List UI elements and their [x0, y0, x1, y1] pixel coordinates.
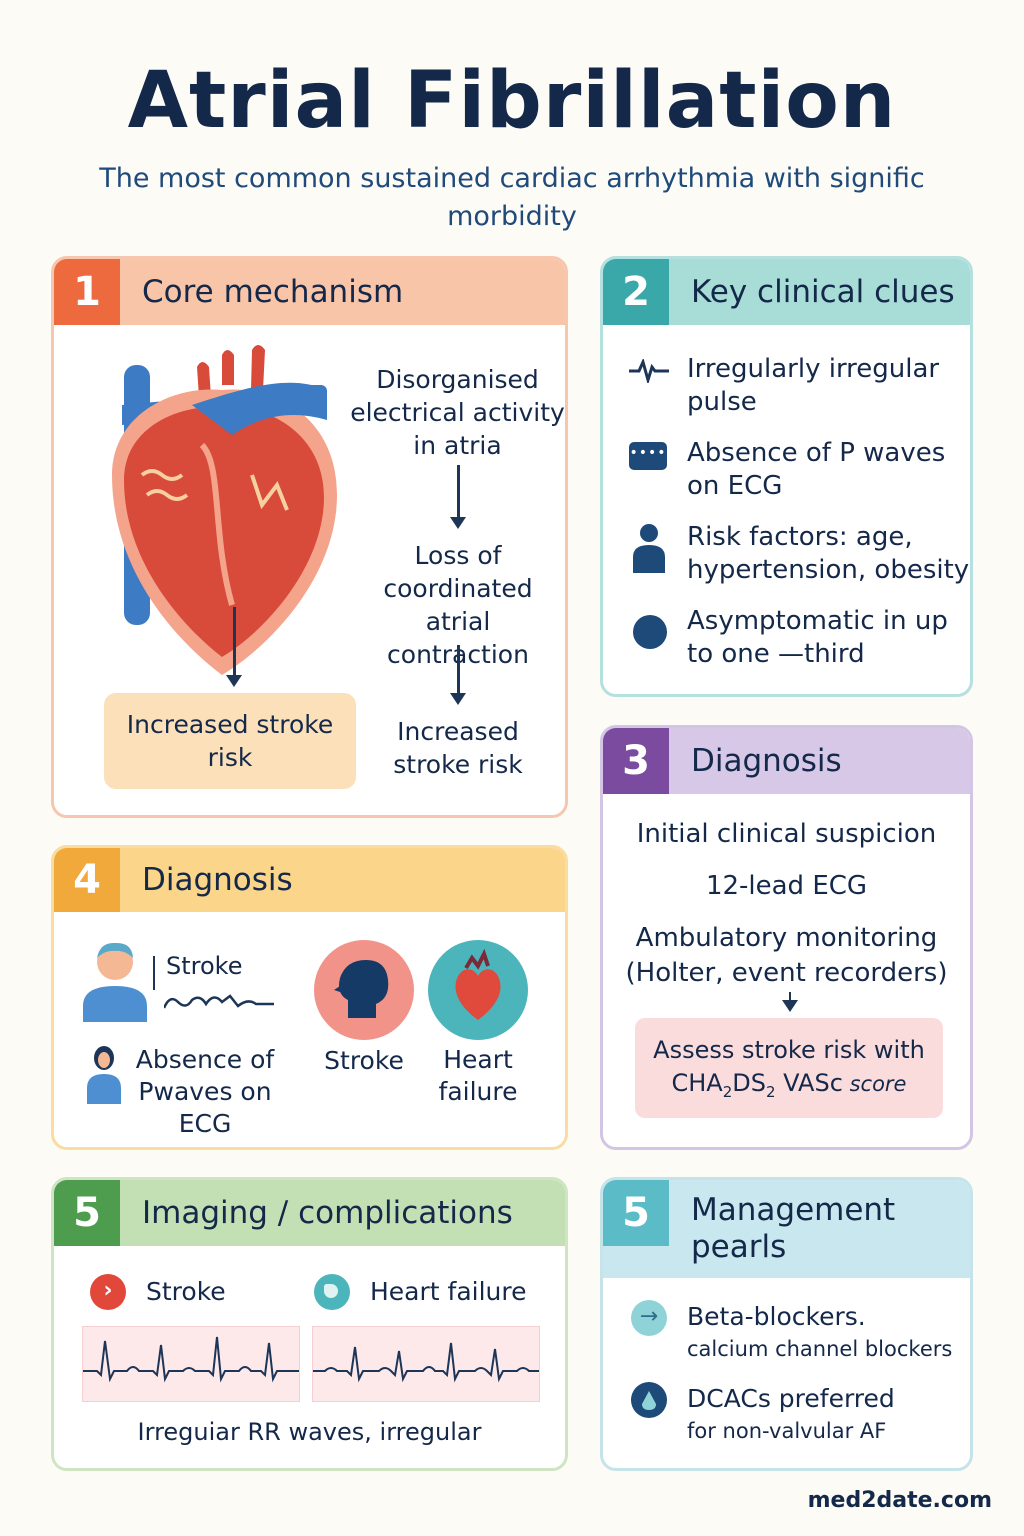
card-header: 1 Core mechanism	[54, 259, 565, 325]
card-header: 5 Imaging / complications	[54, 1180, 565, 1246]
down-arrow-icon	[450, 465, 466, 529]
pearl-1-sub: calcium channel blockers	[687, 1337, 953, 1361]
pearl-2-sub: for non-valvular AF	[687, 1419, 887, 1443]
heart-failure-label: Heart failure	[438, 1045, 518, 1106]
mechanism-step-3: Increased stroke risk	[393, 717, 523, 779]
card-diagnosis-presentation: 4 Diagnosis Stroke Absence of Pwaves on …	[51, 845, 568, 1150]
score-subscript: 2	[766, 1082, 776, 1101]
diagnosis-step-1: Initial clinical suspicion	[636, 819, 937, 849]
cha2ds2-vasc-score: CHA2DS2 VASc score	[635, 1067, 943, 1109]
down-arrow-icon	[782, 992, 798, 1012]
score-part: DS	[732, 1069, 766, 1097]
ecg-line-icon	[164, 994, 274, 1009]
heart-illustration-icon	[112, 345, 337, 675]
ecg-trace-icon	[83, 1336, 299, 1383]
clue-item-3: Risk factors: age, hypertension, obesity	[687, 522, 970, 585]
dot-icon	[633, 615, 667, 649]
heart-failure-icon	[428, 940, 528, 1040]
card-number: 4	[54, 848, 120, 912]
card-management-pearls: 5 Management pearls → Beta-blockers. cal…	[600, 1177, 973, 1471]
card-number: 2	[603, 259, 669, 325]
card-title: Key clinical clues	[691, 274, 955, 310]
card-number: 1	[54, 259, 120, 325]
patient-label: Stroke	[166, 952, 243, 980]
heart-failure-label: Heart failure	[370, 1277, 527, 1306]
ecg-strip-1	[82, 1326, 300, 1402]
stroke-head-icon	[314, 940, 414, 1040]
score-part: VASc	[775, 1069, 843, 1097]
card-header: 3 Diagnosis	[603, 728, 970, 794]
stroke-risk-box-label: Increased stroke risk	[126, 710, 334, 772]
pulse-wave-icon	[629, 359, 669, 383]
person-small-icon	[87, 1046, 121, 1104]
ecg-caption: Irreguiar RR waves, irregular	[137, 1418, 482, 1446]
card-header: 4 Diagnosis	[54, 848, 565, 912]
drop-shape-icon	[642, 1391, 656, 1410]
mechanism-step-1: Disorganised electrical activity in atri…	[350, 365, 565, 460]
card-title: Diagnosis	[142, 862, 293, 898]
down-arrow-icon	[450, 645, 466, 705]
card-imaging-complications: 5 Imaging / complications › Stroke Heart…	[51, 1177, 568, 1471]
drop-icon	[631, 1382, 667, 1418]
card-title: Core mechanism	[142, 274, 404, 310]
card-header: 2 Key clinical clues	[603, 259, 970, 325]
ecg-strip-2	[312, 1326, 540, 1402]
score-part: CHA	[671, 1069, 723, 1097]
ecg-trace-icon	[313, 1342, 539, 1383]
absence-p-waves-label: Absence of Pwaves on ECG	[135, 1045, 275, 1138]
stroke-risk-box: Increased stroke risk	[104, 693, 356, 789]
heart-failure-dot-icon	[314, 1274, 350, 1310]
divider	[153, 956, 155, 990]
card-title: Imaging / complications	[142, 1195, 513, 1231]
page-subtitle: The most common sustained cardiac arrhyt…	[99, 163, 925, 232]
ecg-monitor-icon: ••••	[629, 442, 667, 470]
card-number: 5	[54, 1180, 120, 1246]
arrow-right-icon: →	[631, 1300, 667, 1336]
score-subscript: 2	[722, 1082, 733, 1101]
score-word: score	[842, 1072, 907, 1096]
stroke-score-label: Assess stroke risk with	[653, 1036, 925, 1064]
diagnosis-step-2: 12-lead ECG	[705, 871, 868, 901]
person-icon	[633, 524, 665, 573]
clue-item-1: Irregularly irregular pulse	[687, 354, 940, 417]
stroke-score-box: Assess stroke risk with CHA2DS2 VASc sco…	[635, 1018, 943, 1118]
clue-item-2: Absence of P waves on ECG	[687, 438, 946, 501]
card-title: Management pearls	[691, 1192, 896, 1265]
down-arrow-icon	[226, 607, 242, 687]
card-core-mechanism: 1 Core mechanism Increased stroke risk D…	[51, 256, 568, 818]
clue-item-4: Asymptomatic in up to one —third	[687, 606, 948, 669]
pearl-2-main: DCACs preferred	[687, 1384, 895, 1413]
page-title: Atrial Fibrillation	[127, 56, 897, 146]
diagnosis-step-3: Ambulatory monitoring (Holter, event rec…	[625, 923, 948, 988]
patient-icon	[83, 942, 147, 1022]
pearl-1-main: Beta-blockers.	[687, 1302, 866, 1331]
card-diagnosis-workup: 3 Diagnosis Initial clinical suspicion 1…	[600, 725, 973, 1150]
stroke-label: Stroke	[146, 1277, 226, 1306]
card-number: 3	[603, 728, 669, 794]
card-number: 5	[603, 1180, 669, 1246]
card-clinical-clues: 2 Key clinical clues Irregularly irregul…	[600, 256, 973, 697]
site-credit: med2date.com	[807, 1488, 992, 1513]
card-header: 5 Management pearls	[603, 1180, 970, 1278]
stroke-label: Stroke	[324, 1046, 404, 1075]
card-title: Diagnosis	[691, 743, 842, 779]
chevron-right-icon: ›	[90, 1274, 126, 1310]
